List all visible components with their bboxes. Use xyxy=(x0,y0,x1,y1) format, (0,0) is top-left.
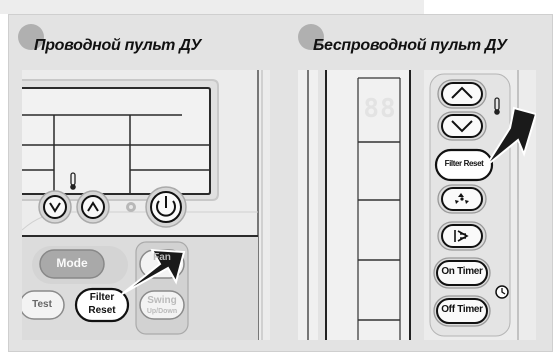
mode-button[interactable] xyxy=(39,249,105,279)
temperature-down-icon[interactable] xyxy=(38,190,72,224)
pointer-arrow-icon xyxy=(121,248,186,295)
wireless-filter-reset-button[interactable] xyxy=(434,148,494,182)
wireless-thermometer-icon xyxy=(494,97,500,115)
wireless-temperature-down-icon[interactable] xyxy=(437,111,487,141)
indicator-led xyxy=(126,202,136,212)
on-timer-button[interactable] xyxy=(433,257,491,289)
thermometer-icon xyxy=(70,172,76,190)
filter-reset-button[interactable] xyxy=(74,287,130,323)
off-timer-button[interactable] xyxy=(433,295,491,327)
wired-remote: Mode Fan Test Filter Reset Swing Up/Down xyxy=(22,70,270,340)
swing-button[interactable] xyxy=(139,290,185,320)
mode-button-label: Mode xyxy=(56,256,88,270)
temperature-up-icon[interactable] xyxy=(76,190,110,224)
swing-label-line1: Swing xyxy=(147,295,177,306)
power-icon[interactable] xyxy=(145,186,187,228)
swing-label-line2: Up/Down xyxy=(146,308,178,315)
caption-marker-wired xyxy=(18,24,44,50)
wireless-remote-graphic xyxy=(298,70,536,340)
wireless-remote: 88 Filter Reset On Timer Off Timer xyxy=(298,70,536,340)
wireless-display xyxy=(325,70,411,340)
wired-remote-caption: Проводной пульт ДУ xyxy=(34,37,202,54)
wireless-filter-reset-label: Filter Reset xyxy=(444,159,484,168)
test-button[interactable] xyxy=(22,290,65,320)
test-button-label: Test xyxy=(32,299,52,310)
top-band-gap xyxy=(424,0,559,14)
caption-marker-wireless xyxy=(298,24,324,50)
filter-reset-label-line1: Filter xyxy=(89,292,115,303)
wireless-pointer-arrow-icon xyxy=(485,106,536,167)
fan-icon[interactable] xyxy=(437,184,487,214)
swing-icon[interactable] xyxy=(437,221,487,251)
wireless-temperature-up-icon[interactable] xyxy=(437,79,487,109)
display-digits: 88 xyxy=(363,94,397,124)
lcd-display xyxy=(22,79,219,201)
top-band xyxy=(0,0,559,14)
fan-speed-label-line1: Fan xyxy=(153,252,171,263)
on-timer-label: On Timer xyxy=(441,266,483,277)
wireless-remote-caption: Беспроводной пульт ДУ xyxy=(313,37,507,54)
clock-icon xyxy=(495,285,509,299)
filter-reset-label-line2: Reset xyxy=(88,305,116,316)
off-timer-label: Off Timer xyxy=(441,304,483,315)
wired-remote-graphic xyxy=(22,70,270,340)
